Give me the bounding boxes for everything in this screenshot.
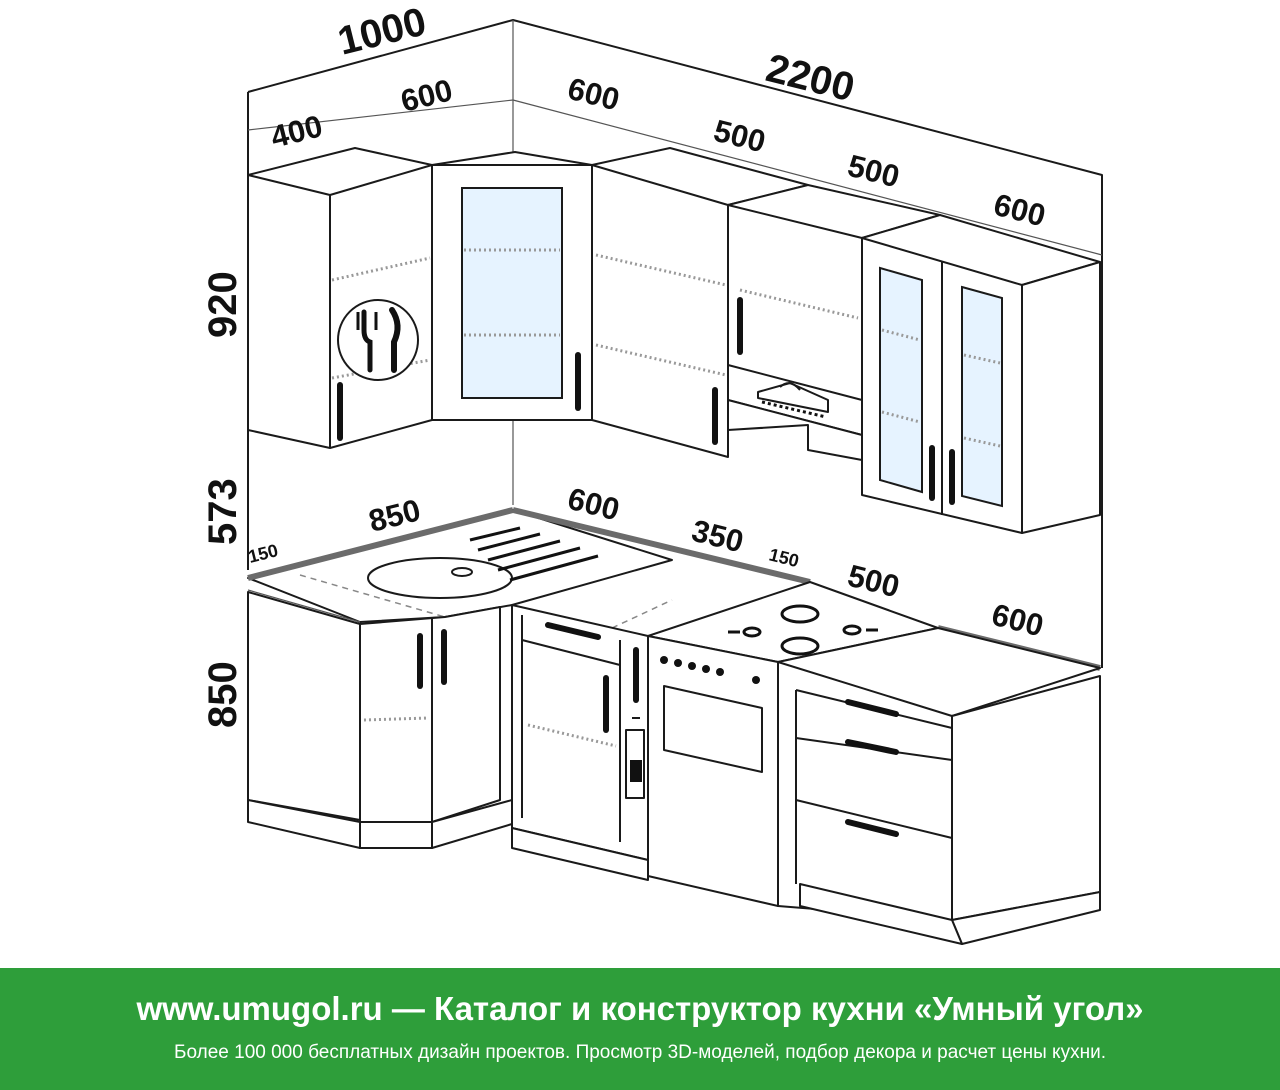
dim-counter-850: 850 [365, 492, 424, 538]
dim-upper-height: 920 [201, 271, 245, 338]
dim-counter-600: 600 [564, 481, 623, 527]
footer-subtitle: Более 100 000 бесплатных дизайн проектов… [174, 1042, 1106, 1063]
footer-title[interactable]: www.umugol.ru — Каталог и конструктор ку… [136, 990, 1144, 1027]
dim-upper-600b: 600 [564, 71, 623, 117]
dim-top-total-left: 1000 [334, 0, 431, 64]
dim-upper-600a: 600 [397, 72, 456, 118]
base-drawer-unit [777, 627, 1101, 945]
stove-knobs [660, 656, 760, 684]
dim-counter-600-end: 600 [988, 597, 1047, 643]
burner-icons [728, 604, 878, 656]
sink-icon [367, 557, 513, 599]
dim-upper-500b: 500 [844, 148, 903, 194]
dim-upper-500a: 500 [710, 113, 769, 159]
stove [647, 635, 779, 907]
dim-counter-150-left: 150 [246, 540, 280, 567]
dim-top-total-right: 2200 [762, 46, 859, 110]
dim-counter-150-mid: 150 [767, 544, 801, 571]
upper-cabinet-500a [591, 147, 809, 458]
cutlery-icon [337, 299, 419, 381]
dim-upper-600c: 600 [990, 187, 1049, 233]
base-cabinet-600 [511, 604, 649, 881]
bottle-rack [625, 647, 645, 799]
upper-hood-cabinet [727, 184, 941, 461]
dim-base-height: 850 [201, 661, 245, 728]
dim-upper-400: 400 [267, 108, 326, 154]
base-corner-cabinet [247, 591, 513, 849]
footer-banner: www.umugol.ru — Каталог и конструктор ку… [0, 968, 1280, 1090]
kitchen-diagram: 1000 2200 400 600 600 500 500 600 920 57… [201, 0, 1103, 945]
range-hood-icon [757, 382, 829, 419]
upper-corner-cabinet [247, 147, 433, 449]
drainboard [469, 526, 599, 582]
upper-double-glass-cabinet [861, 214, 1101, 534]
dim-gap-height: 573 [201, 478, 245, 545]
upper-glass-cabinet [431, 151, 593, 421]
